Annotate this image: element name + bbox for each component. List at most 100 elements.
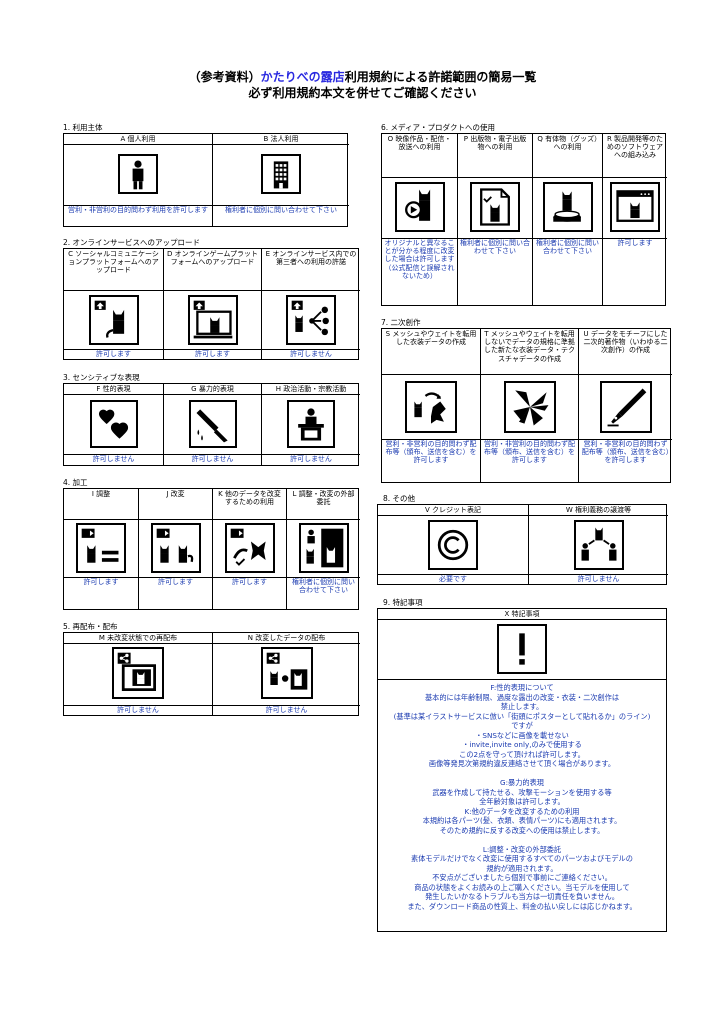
outfit-mesh-icon — [405, 381, 457, 433]
title-prefix: （参考資料） — [188, 70, 261, 84]
publication-icon — [470, 182, 520, 232]
section-label: 5. 再配布・配布 — [63, 622, 118, 631]
cell-l-outsource: L 調整・改変の外部委託 権利者に個別に問い合わせて下さい — [286, 489, 360, 609]
section-label: 9. 特記事項 — [383, 598, 423, 607]
cell-status: 必要です — [378, 574, 528, 586]
redistribute-icon — [112, 647, 164, 699]
cell-status: 許可します — [213, 577, 286, 611]
cell-q-goods: Q 有体物（グッズ）への利用 権利者に個別に問い合わせて下さい — [532, 134, 602, 305]
cell-c-social-upload: C ソーシャルコミュニケーションプラットフォームへのアップロード 許可します — [64, 249, 163, 359]
section-media-products: 6. メディア・プロダクトへの使用 O 映像作品・配信・放送への利用 オリジナル… — [381, 122, 667, 306]
page-title: （参考資料）かたりべの露店利用規約による許諾範囲の簡易一覧 — [0, 68, 725, 85]
cell-header: I 調整 — [64, 489, 138, 520]
cell-v-credit: V クレジット表記 必要です — [378, 505, 528, 584]
section-label: 1. 利用主体 — [63, 123, 103, 132]
cell-header: T メッシュやウェイトを転用しないでデータの規格に準拠した新たな衣装データ・テク… — [481, 329, 578, 375]
knife-icon — [188, 400, 237, 448]
upload-game-icon — [187, 295, 238, 345]
section-sensitive: 3. センシティブな表現 F 性的表現 許可しません G 暴力的表現 許可しませ… — [63, 372, 360, 466]
cell-f-sexual: F 性的表現 許可しません — [64, 384, 163, 465]
cell-w-transfer-rights: W 権利義務の譲渡等 許可しません — [528, 505, 668, 584]
cell-header: D オンラインゲームプラットフォームへのアップロード — [164, 249, 261, 291]
cell-header: L 調整・改変の外部委託 — [287, 489, 360, 520]
cell-p-publication: P 出版物・電子出版物への利用 権利者に個別に問い合わせて下さい — [457, 134, 532, 305]
ribbon-modify-icon — [224, 523, 275, 573]
adjust-icon — [76, 523, 126, 573]
cell-j-modify: J 改変 許可します — [138, 489, 212, 609]
figure-icon — [542, 182, 593, 232]
cell-status: 許可しません — [529, 574, 668, 586]
title-brand: かたりべの露店 — [260, 70, 345, 84]
section-redistribution: 5. 再配布・配布 M 未改変状態での再配布 許可しません N 改変したデータの… — [63, 621, 360, 716]
cell-i-adjust: I 調整 許可します — [64, 489, 138, 609]
cell-status: 営利・非営利の目的問わず配布等（頒布、送信を含む）を許可します — [579, 439, 672, 484]
cell-e-third-party: E オンラインサービス内での第三者への利用の許諾 許可しません — [261, 249, 360, 359]
cell-d-game-upload: D オンラインゲームプラットフォームへのアップロード 許可します — [163, 249, 261, 359]
cell-status: 許可します — [139, 577, 212, 611]
cell-status: 許可しません — [164, 454, 261, 467]
cell-a-individual: A 個人利用 営利・非営利の目的問わず利用を許可します — [64, 134, 212, 226]
cell-r-software: R 製品開発等のためのソフトウェアへの組み込み 許可します — [602, 134, 667, 305]
cell-status: 権利者に個別に問い合わせて下さい — [213, 205, 349, 228]
cell-status: 許可します — [64, 577, 138, 611]
cell-header: G 暴力的表現 — [164, 384, 261, 395]
section-label: 4. 加工 — [63, 478, 88, 487]
new-outfit-icon — [503, 381, 556, 433]
title-suffix: 利用規約による許諾範囲の簡易一覧 — [344, 70, 537, 84]
share-third-party-icon — [286, 295, 336, 345]
office-building-icon — [261, 154, 301, 194]
cell-u-derivative-work: U データをモチーフにした二次的著作物（いわゆる二次創作）の作成 営利・非営利の… — [578, 329, 672, 482]
cell-o-video: O 映像作品・配信・放送への利用 オリジナルと異なることが分かる程度に改変した場… — [382, 134, 457, 305]
exclamation-icon — [497, 624, 547, 674]
special-notes-header: X 特記事項 — [378, 609, 666, 620]
cell-header: H 政治活動・宗教活動 — [262, 384, 360, 395]
cell-status: 許可しません — [213, 705, 360, 717]
cell-header: S メッシュやウェイトを転用した衣装データの作成 — [382, 329, 480, 375]
cell-header: F 性的表現 — [64, 384, 163, 395]
cell-header: V クレジット表記 — [378, 505, 528, 516]
cell-status: 許可しません — [64, 705, 212, 717]
cell-header: R 製品開発等のためのソフトウェアへの組み込み — [603, 134, 667, 178]
cell-status: 権利者に個別に問い合わせて下さい — [458, 238, 532, 307]
section-processing: 4. 加工 I 調整 許可します J 改変 許可します K 他のデータを改変する… — [63, 477, 360, 611]
section-label: 6. メディア・プロダクトへの使用 — [381, 123, 496, 132]
cell-status: 許可しません — [262, 349, 360, 361]
cell-status: 許可します — [603, 238, 667, 307]
cell-status: 権利者に個別に問い合わせて下さい — [287, 577, 360, 611]
cell-status: 権利者に個別に問い合わせて下さい — [533, 238, 602, 307]
podium-icon — [287, 400, 335, 448]
section-label: 7. 二次創作 — [381, 318, 421, 327]
cell-header: N 改変したデータの配布 — [213, 633, 360, 644]
transfer-rights-icon — [573, 520, 624, 570]
cell-n-distribute-modified: N 改変したデータの配布 許可しません — [212, 633, 360, 715]
cell-status: 営利・非営利の目的問わず配布等（頒布、送信を含む）を許可します — [382, 439, 480, 484]
cell-header: K 他のデータを改変するための利用 — [213, 489, 286, 520]
person-icon — [118, 154, 158, 194]
section-usage-subject: 1. 利用主体 A 個人利用 営利・非営利の目的問わず利用を許可します B 法人… — [63, 122, 349, 227]
cell-header: C ソーシャルコミュニケーションプラットフォームへのアップロード — [64, 249, 163, 291]
cell-t-new-outfit: T メッシュやウェイトを転用しないでデータの規格に準拠した新たな衣装データ・テク… — [480, 329, 578, 482]
section-other: 8. その他 V クレジット表記 必要です W 権利義務の譲渡等 許可しません — [377, 493, 668, 585]
cell-b-corporate: B 法人利用 権利者に個別に問い合わせて下さい — [212, 134, 349, 226]
pen-icon — [599, 381, 652, 433]
software-icon — [610, 182, 660, 232]
cell-header: W 権利義務の譲渡等 — [529, 505, 668, 516]
copyright-icon — [428, 520, 478, 570]
cell-header: M 未改変状態での再配布 — [64, 633, 212, 644]
cell-s-mesh-outfit: S メッシュやウェイトを転用した衣装データの作成 営利・非営利の目的問わず配布等… — [382, 329, 480, 482]
cell-header: J 改変 — [139, 489, 212, 520]
cell-status: 営利・非営利の目的問わず配布等（頒布、送信を含む）を許可します — [481, 439, 578, 484]
modify-icon — [150, 523, 201, 573]
cell-status: 許可しません — [262, 454, 360, 467]
cell-header: E オンラインサービス内での第三者への利用の許諾 — [262, 249, 360, 291]
cell-status: 営利・非営利の目的問わず利用を許可します — [64, 205, 212, 228]
upload-cat-icon — [88, 295, 139, 345]
cell-m-redistribute: M 未改変状態での再配布 許可しません — [64, 633, 212, 715]
cell-status: オリジナルと異なることが分かる程度に改変した場合は許可します（公式配信と誤解され… — [382, 238, 457, 307]
section-label: 2. オンラインサービスへのアップロード — [63, 238, 201, 247]
cell-status: 許可します — [64, 349, 163, 361]
cell-g-violent: G 暴力的表現 許可しません — [163, 384, 261, 465]
cell-status: 許可します — [164, 349, 261, 361]
special-notes-text: F:性的表現について 基本的には年齢制限、過度な露出の改変・衣装・二次創作は 禁… — [393, 683, 651, 911]
cell-h-political: H 政治活動・宗教活動 許可しません — [261, 384, 360, 465]
